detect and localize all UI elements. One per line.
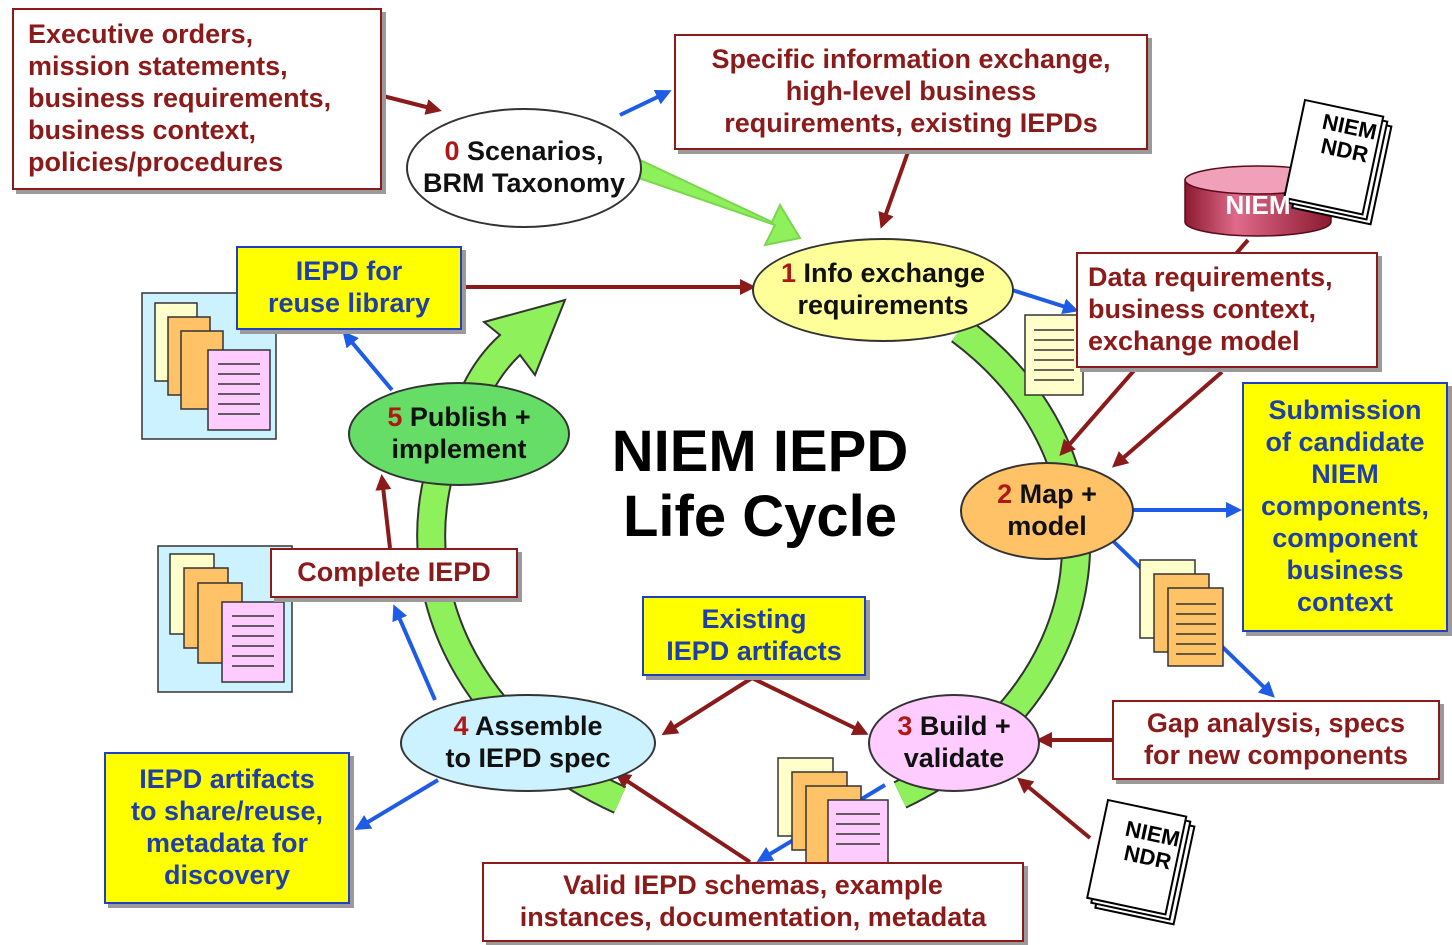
node-5-line1: 5 Publish + bbox=[387, 402, 530, 434]
complete-iepd-docs-icon bbox=[157, 545, 293, 693]
executive-orders-box: Executive orders, mission statements, bu… bbox=[12, 8, 382, 190]
arrow-publish-to-reuse bbox=[342, 330, 394, 392]
diagram-title: NIEM IEPD Life Cycle bbox=[560, 419, 960, 550]
node-2-line1: 2 Map + bbox=[997, 479, 1097, 511]
node-5-text: Publish + bbox=[409, 402, 531, 433]
node-4-text: Assemble bbox=[474, 711, 603, 742]
node-3-text2: validate bbox=[903, 743, 1005, 773]
scenario-green-arrow bbox=[628, 158, 802, 247]
node-1-text: Info exchange bbox=[803, 258, 986, 289]
node-1-line1: 1 Info exchange bbox=[781, 258, 985, 290]
red-arrows bbox=[375, 94, 1250, 864]
node-1-text2: requirements bbox=[797, 290, 969, 320]
ndr-document-icon-bottom bbox=[1086, 798, 1196, 926]
arrow-assemble-to-complete bbox=[392, 604, 437, 701]
node-0-number: 0 bbox=[444, 136, 460, 167]
node-5-text2: implement bbox=[391, 434, 527, 464]
arrow-scenarios-to-specific bbox=[619, 89, 672, 117]
complete-iepd-box: Complete IEPD bbox=[270, 548, 518, 598]
arrow-specific-to-info bbox=[878, 151, 910, 229]
node-5-number: 5 bbox=[387, 402, 403, 433]
submission-candidate-box: Submission of candidate NIEM components,… bbox=[1242, 382, 1448, 632]
arrow-assemble-to-share bbox=[354, 778, 440, 831]
specific-info-exchange-box: Specific information exchange, high-leve… bbox=[674, 34, 1148, 150]
existing-iepd-artifacts-box: Existing IEPD artifacts bbox=[642, 596, 866, 676]
build-output-docs-icon bbox=[777, 757, 889, 866]
arrow-complete-to-publish bbox=[375, 474, 392, 549]
arrow-info-to-data bbox=[1011, 288, 1079, 314]
map-output-docs-icon bbox=[1139, 559, 1224, 667]
arrow-data-to-map bbox=[1111, 370, 1224, 468]
arrow-ndr-to-build bbox=[1016, 777, 1092, 840]
node-5-publish: 5 Publish + implement bbox=[348, 382, 570, 486]
node-2-text: Map + bbox=[1019, 479, 1097, 510]
node-3-text: Build + bbox=[919, 711, 1011, 742]
node-3-line1: 3 Build + bbox=[897, 711, 1010, 743]
exchange-model-doc-icon bbox=[1024, 314, 1084, 396]
arrow-existing-to-build bbox=[751, 676, 869, 735]
valid-iepd-schemas-box: Valid IEPD schemas, example instances, d… bbox=[482, 862, 1024, 942]
title-line2: Life Cycle bbox=[623, 483, 897, 549]
ndr-document-icon-top bbox=[1283, 98, 1393, 226]
gap-analysis-box: Gap analysis, specs for new components bbox=[1112, 700, 1440, 780]
title-line1: NIEM IEPD bbox=[611, 419, 909, 484]
node-4-text2: to IEPD spec bbox=[445, 743, 611, 773]
node-1-info-exchange: 1 Info exchange requirements bbox=[752, 238, 1014, 342]
data-requirements-box: Data requirements, business context, exc… bbox=[1076, 252, 1378, 368]
node-4-assemble: 4 Assemble to IEPD spec bbox=[400, 694, 656, 792]
node-0-scenarios: 0 Scenarios, BRM Taxonomy bbox=[406, 108, 642, 228]
node-3-number: 3 bbox=[897, 711, 913, 742]
node-1-number: 1 bbox=[780, 258, 796, 289]
node-4-line1: 4 Assemble bbox=[453, 711, 602, 743]
arrow-exec-to-scenarios bbox=[382, 94, 442, 115]
node-2-map-model: 2 Map + model bbox=[960, 462, 1134, 560]
arrow-valid-to-assemble bbox=[614, 772, 752, 864]
iepd-artifacts-share-box: IEPD artifacts to share/reuse, metadata … bbox=[104, 752, 350, 904]
node-0-text: Scenarios, bbox=[466, 136, 604, 167]
node-0-line1: 0 Scenarios, bbox=[444, 136, 603, 168]
arrow-existing-to-assemble bbox=[661, 676, 754, 736]
node-3-build-validate: 3 Build + validate bbox=[868, 694, 1040, 792]
node-4-number: 4 bbox=[453, 711, 469, 742]
node-2-number: 2 bbox=[997, 479, 1013, 510]
iepd-reuse-library-box: IEPD for reuse library bbox=[236, 246, 462, 330]
node-2-text2: model bbox=[1007, 511, 1087, 541]
node-0-text2: BRM Taxonomy bbox=[422, 168, 625, 198]
niem-database-label: NIEM bbox=[1225, 190, 1291, 220]
